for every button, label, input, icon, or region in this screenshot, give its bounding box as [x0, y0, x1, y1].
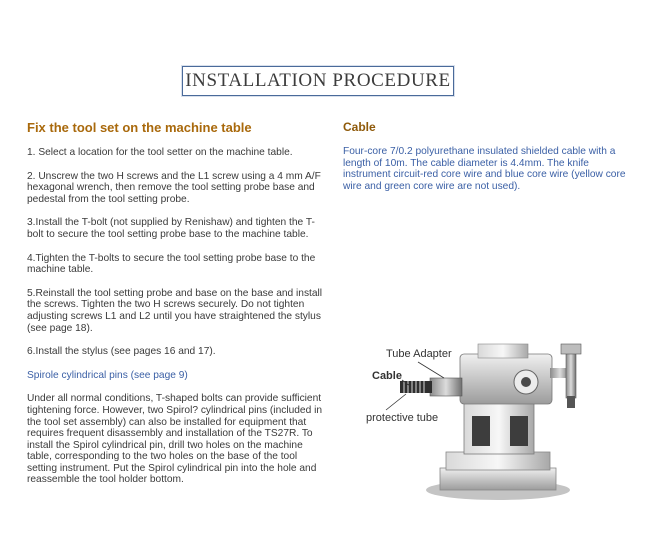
cable-section: Cable Four-core 7/0.2 polyurethane insul…	[343, 120, 633, 192]
tool-setter-figure: Tube Adapter Cable protective tube	[360, 340, 630, 510]
page-title-box: INSTALLATION PROCEDURE	[182, 66, 454, 96]
section-heading-fix-tool-set: Fix the tool set on the machine table	[27, 120, 252, 135]
label-tube-adapter: Tube Adapter	[386, 348, 452, 360]
step-5: 5.Reinstall the tool setting probe and b…	[27, 287, 323, 334]
step-3: 3.Install the T-bolt (not supplied by Re…	[27, 217, 315, 240]
step-4: 4.Tighten the T-bolts to secure the tool…	[27, 252, 316, 276]
step-6: 6.Install the stylus (see pages 16 and 1…	[27, 346, 216, 358]
installation-section: Fix the tool set on the machine table 1.…	[27, 120, 325, 498]
tool-setter-illustration	[385, 343, 582, 500]
spirole-heading: Spirole cylindrical pins (see page 9)	[27, 369, 188, 381]
step-2: 2. Unscrew the two H screws and the L1 s…	[27, 170, 321, 205]
spirole-paragraph: Under all normal conditions, T-shaped bo…	[27, 393, 323, 486]
page-title: INSTALLATION PROCEDURE	[185, 70, 451, 91]
step-1: 1. Select a location for the tool setter…	[27, 147, 293, 158]
section-heading-cable: Cable	[343, 120, 376, 134]
label-cable: Cable	[372, 370, 402, 382]
label-protective-tube: protective tube	[366, 412, 439, 424]
cable-description: Four-core 7/0.2 polyurethane insulated s…	[343, 146, 626, 192]
